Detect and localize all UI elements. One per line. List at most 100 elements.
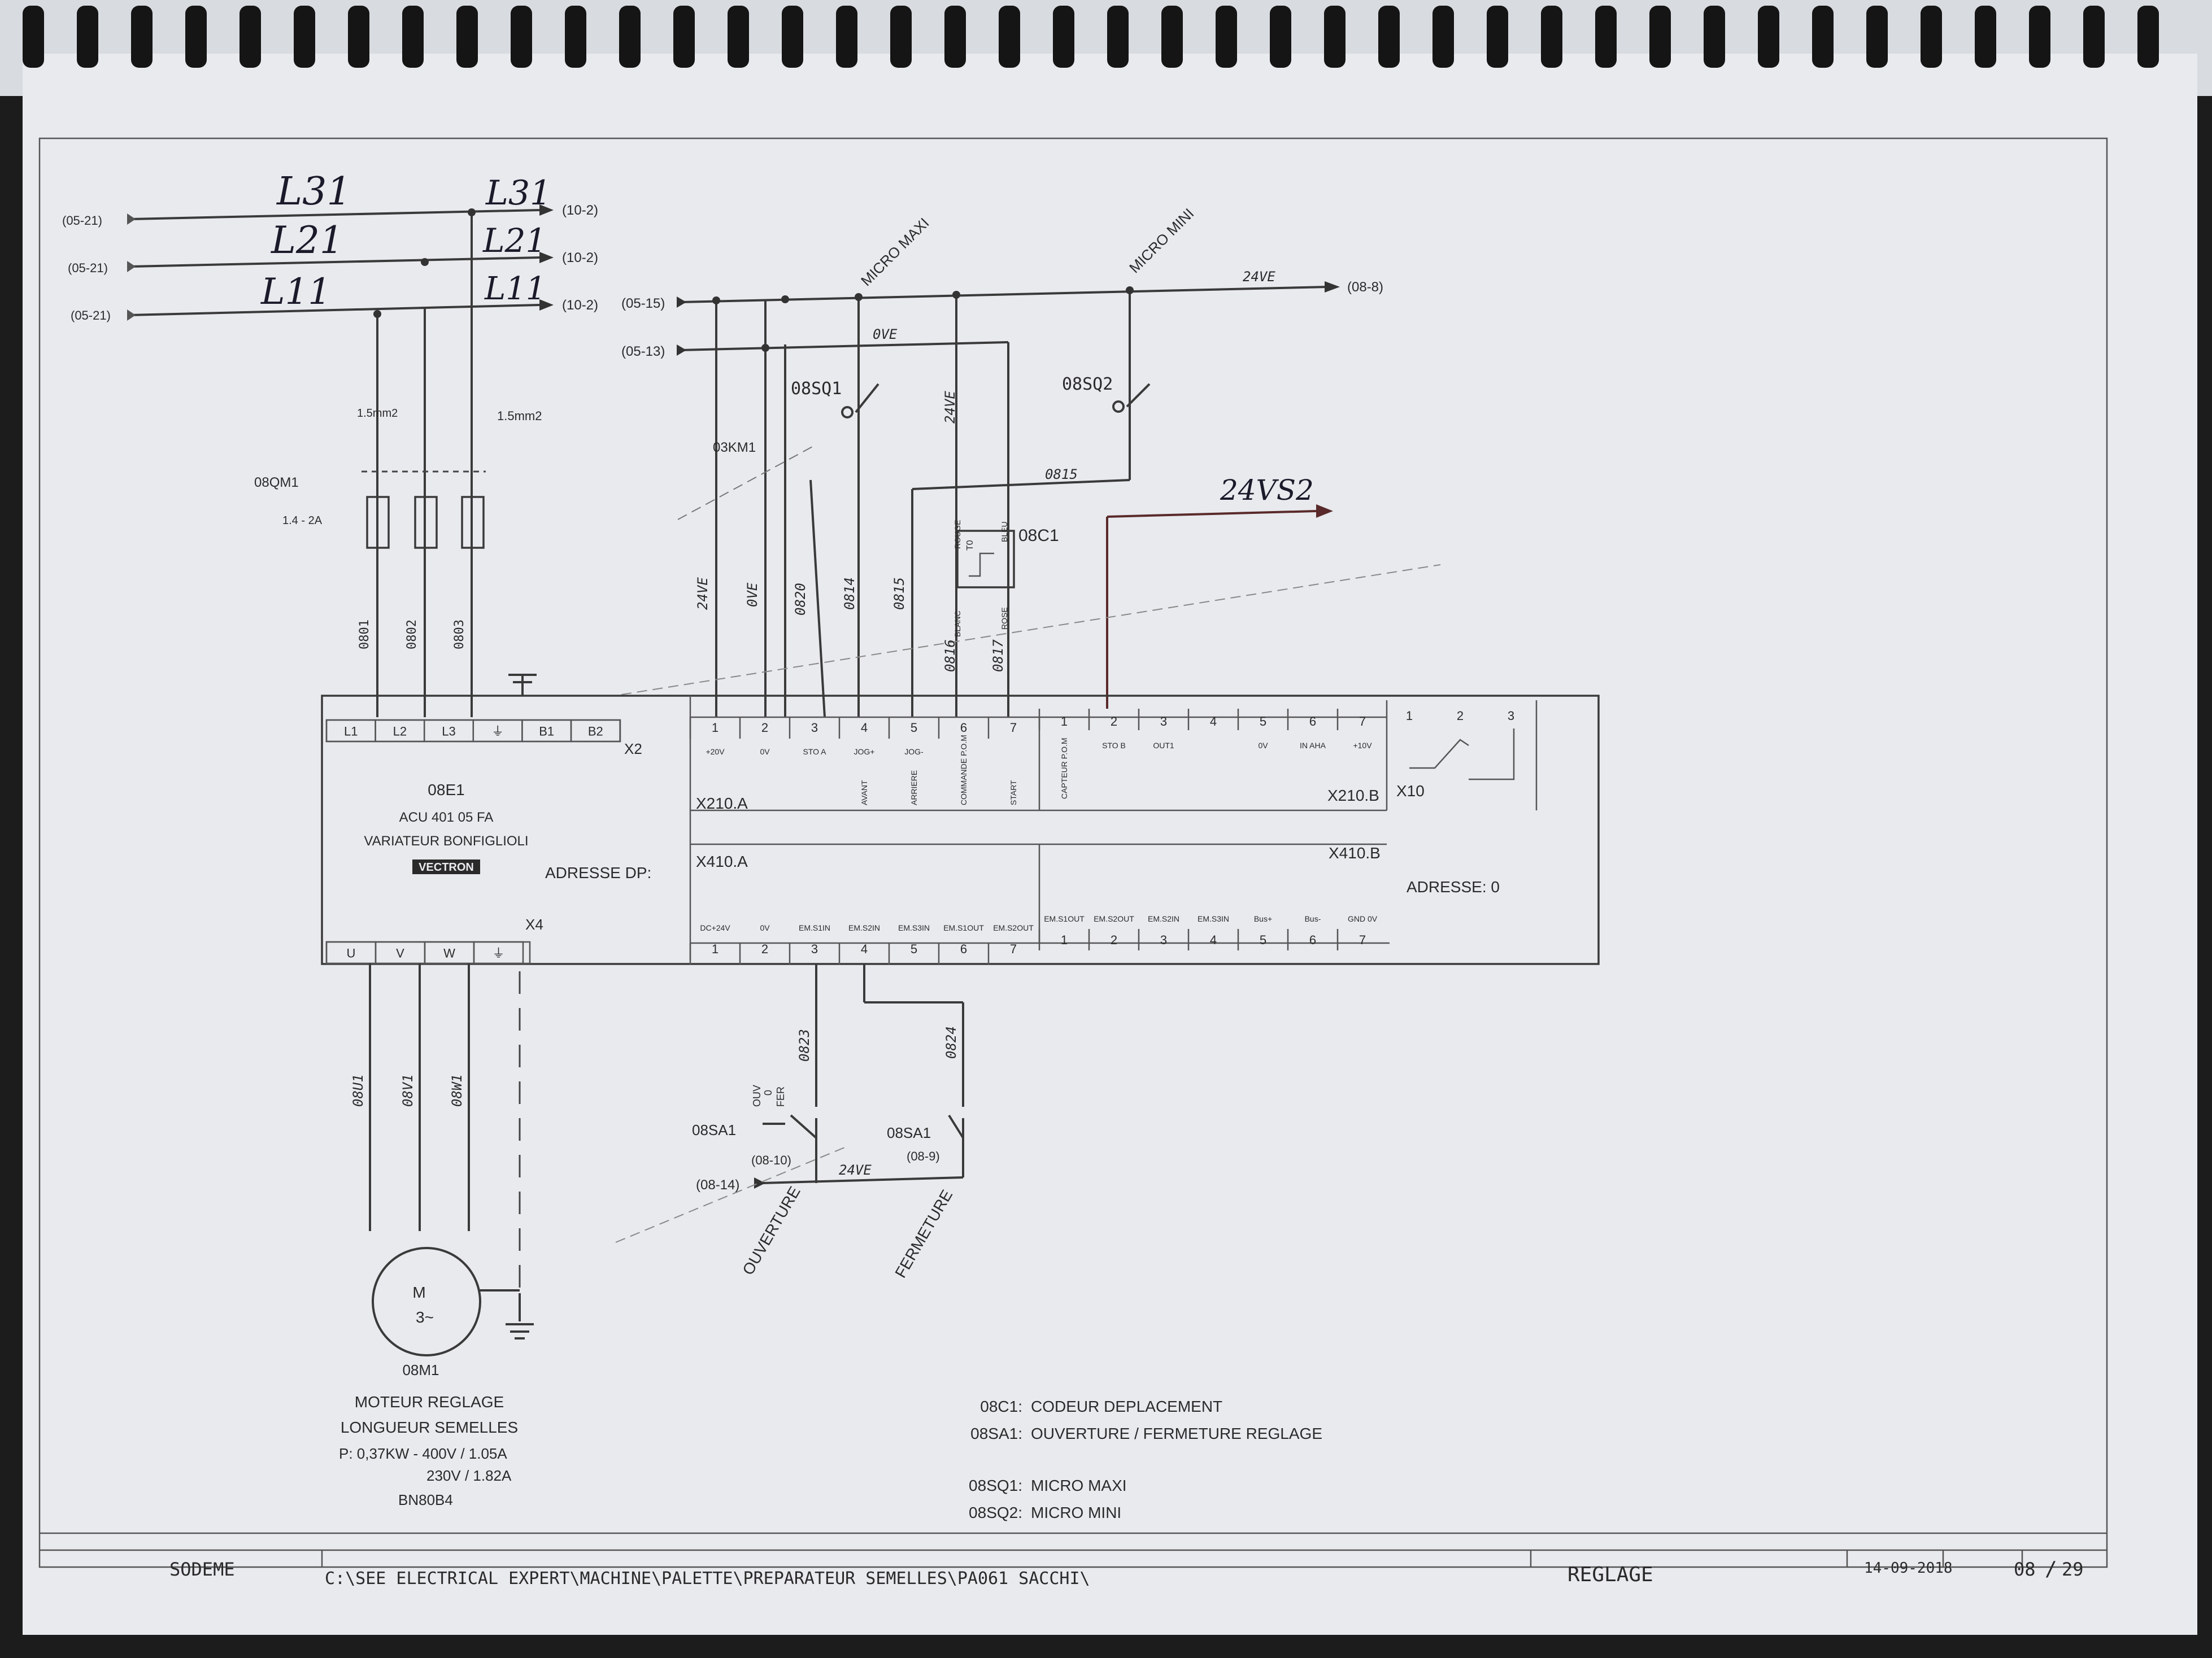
binding-ring [1324,6,1346,68]
terminal-number: 4 [1210,933,1217,947]
binding-ring [1107,6,1129,68]
wire-0823: 0823 [796,1029,812,1062]
terminal-function: Bus+ [1254,914,1272,923]
terminal-number: 2 [761,942,768,956]
label-0ve: 0VE [873,326,898,342]
terminal-number: 2 [1111,714,1117,728]
selector-zero: 0 [763,1090,774,1096]
binding-ring [456,6,478,68]
encoder-08c1: 08C1 [1018,526,1059,545]
binding-ring [1053,6,1074,68]
label-x10: X10 [1396,782,1425,800]
ref-in-1: (05-21) [62,213,102,228]
terminal-function: EM.S1IN [799,923,830,932]
terminal-description: START [1009,780,1018,805]
terminal-function: 0V [760,923,770,932]
terminal-function: EM.S3IN [898,923,930,932]
terminal-description: CAPTEUR P.O.M [1060,738,1069,799]
binding-ring [1216,6,1237,68]
terminal-description: COMMANDE P.O.M [959,735,968,805]
hw-l21: L21 [271,219,343,262]
title-sheet-name: REGLAGE [1567,1563,1653,1586]
encoder-rose: ROSE [1000,607,1009,630]
wire-0801: 0801 [358,619,372,649]
terminal-number: 3 [1160,933,1167,947]
terminal-label: V [396,946,404,960]
motor-wiring [369,674,537,1356]
title-block [40,1532,2107,1567]
title-company: SODEME [169,1559,235,1580]
hw-l31: L31 [276,169,351,214]
terminal-function: EM.S2IN [1148,914,1179,923]
label-adresse-dp: ADRESSE DP: [545,864,651,882]
hw-l31-right: L31 [485,173,551,213]
terminal-number: 7 [1359,933,1366,947]
binding-ring [1595,6,1617,68]
binding-ring [511,6,532,68]
terminal-number: 2 [761,721,768,735]
title-total: 29 [2062,1559,2084,1580]
legend-description: MICRO MAXI [1031,1477,1127,1494]
binding-ring [944,6,966,68]
terminal-number: 6 [1309,714,1316,728]
vectron-logo: VECTRON [419,861,474,874]
encoder-blanc: BLANC [953,610,962,637]
wire-0803: 0803 [452,619,467,649]
label-x410b: X410.B [1329,844,1381,862]
binding-ring [1270,6,1291,68]
terminal-function: EM.S1OUT [943,923,984,932]
binding-ring [565,6,586,68]
terminal-number: 6 [960,721,967,735]
ref-08-10: (08-10) [751,1153,791,1167]
terminal-label: L3 [442,724,455,738]
terminal-function: +20V [706,747,725,756]
wire-0ve: 0VE [744,582,760,607]
terminal-number: 2 [1457,709,1464,723]
terminal-number: 3 [1160,714,1167,728]
terminal-function: IN AHA [1300,741,1326,750]
binding-ring [836,6,857,68]
label-x4: X4 [525,916,543,933]
wire-0815-top: 0815 [1045,466,1078,482]
legend-description: CODEUR DEPLACEMENT [1031,1398,1222,1415]
label-micro-maxi: MICRO MAXI [857,215,933,290]
legend-description: OUVERTURE / FERMETURE REGLAGE [1031,1425,1322,1442]
wire-0816: 0816 [942,639,958,672]
binding-ring [1704,6,1725,68]
legend-description: MICRO MINI [1031,1504,1121,1521]
wire-0814: 0814 [842,577,857,610]
terminal-label: ⏚ [491,724,504,738]
terminal-function: GND 0V [1348,914,1378,923]
terminal-number: 4 [1210,714,1217,728]
binding-ring [619,6,641,68]
terminal-number: 5 [911,942,917,956]
encoder-rouge: ROUGE [953,520,962,549]
legend-code: 08SQ1: [969,1477,1022,1494]
breaker-08qm1: 1.5mm2 [357,407,486,549]
binding-ring [673,6,695,68]
terminal-strip-x410b: 1EM.S1OUT2EM.S2OUT3EM.S2IN4EM.S3IN5Bus+6… [1038,914,1378,950]
binding-ring [1432,6,1454,68]
terminal-number: 1 [1061,714,1068,728]
wire-08v1: 08V1 [400,1074,416,1107]
label-x2: X2 [624,740,642,757]
terminal-number: 6 [960,942,967,956]
ref-08-8: (08-8) [1347,280,1383,295]
terminal-label: W [443,946,455,960]
terminal-label: L1 [344,724,358,738]
binding-ring [1161,6,1183,68]
binding-ring [185,6,207,68]
ref-out-1: (10-2) [562,203,598,218]
binding-ring [1378,6,1400,68]
binding-ring [402,6,424,68]
sheet-frame [38,137,2108,1568]
supply-lines [127,204,554,717]
binding-ring [1812,6,1834,68]
vfd-description: VARIATEUR BONFIGLIOLI [364,834,528,849]
terminal-function: 0V [760,747,770,756]
terminal-description: AVANT [860,780,869,805]
motor-desc-4: 230V / 1.82A [426,1467,512,1484]
